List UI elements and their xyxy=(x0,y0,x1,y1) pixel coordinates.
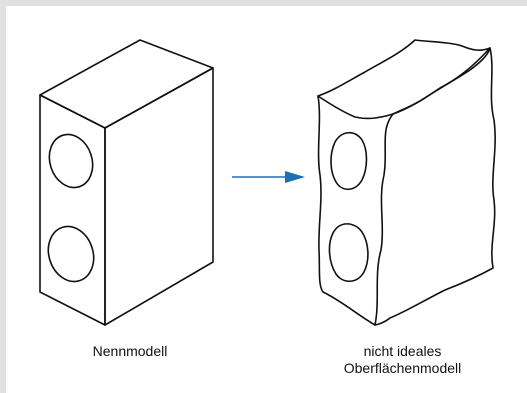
non-ideal-side-face xyxy=(374,47,496,326)
frame-left-border xyxy=(0,0,6,393)
nominal-model-caption: Nennmodell xyxy=(92,343,168,359)
nominal-side-face xyxy=(104,67,214,326)
non-ideal-caption-line1: nicht ideales xyxy=(363,343,442,359)
non-ideal-front-face xyxy=(317,95,394,326)
non-ideal-caption-line2: Oberflächenmodell xyxy=(343,360,462,376)
nominal-top-face xyxy=(39,39,214,129)
nominal-upper-hole xyxy=(48,133,94,189)
non-ideal-lower-hole xyxy=(328,223,369,283)
nominal-model-block xyxy=(39,39,214,326)
non-ideal-model-caption: nicht ideales Oberflächenmodell xyxy=(305,343,500,377)
non-ideal-surface-model xyxy=(317,39,496,326)
frame-top-border xyxy=(0,0,527,6)
non-ideal-upper-hole xyxy=(330,131,368,191)
non-ideal-top-face xyxy=(317,39,491,120)
nominal-lower-hole xyxy=(47,225,95,283)
transformation-arrow xyxy=(232,171,305,183)
nominal-front-face xyxy=(39,94,106,326)
